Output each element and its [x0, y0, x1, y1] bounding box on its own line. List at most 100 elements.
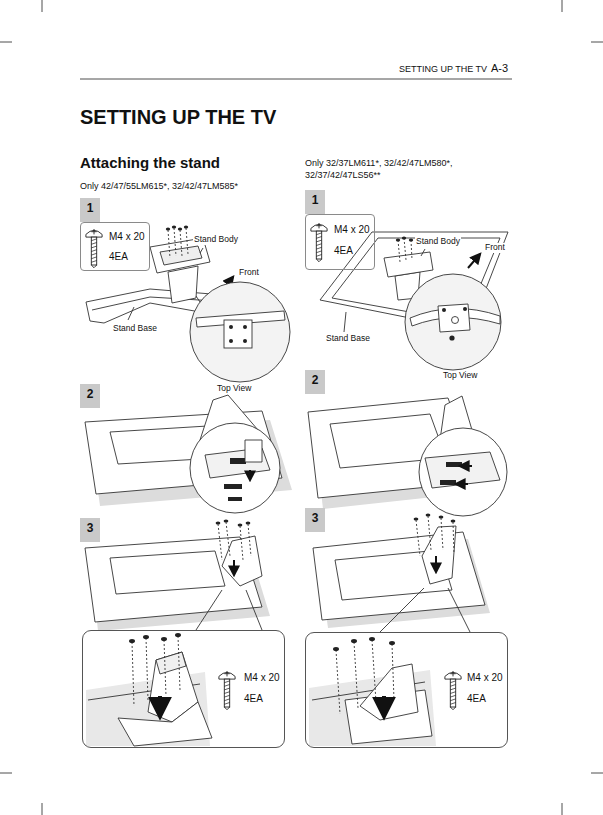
- tv-illustration: [336, 650, 340, 714]
- stand-illustration: [463, 307, 467, 311]
- stand-illustration: [86, 226, 290, 383]
- view-label: Top View: [216, 384, 252, 394]
- tv-illustration: [308, 396, 507, 516]
- detail-box: M4 x 204EA: [82, 630, 285, 748]
- tv-illustration: [230, 458, 246, 464]
- tv-illustration: [245, 440, 262, 462]
- direction-label: Front: [484, 243, 506, 253]
- step-number: 1: [80, 198, 100, 222]
- tv-illustration: [382, 696, 386, 716]
- stand-illustration: [344, 312, 346, 332]
- section-heading: Attaching the stand: [80, 154, 220, 171]
- stand-illustration: [320, 232, 508, 370]
- crop-marks: [591, 42, 603, 43]
- tv-illustration: [156, 652, 186, 674]
- stand-illustration: [411, 240, 412, 260]
- stand-illustration: [396, 239, 400, 242]
- part-name: Stand Body: [415, 237, 461, 247]
- screw-icon: [219, 671, 235, 710]
- model-note: Only 32/37LM611*, 32/42/47LM580*, 32/37/…: [305, 158, 483, 181]
- screw-spec: M4 x 20: [334, 224, 370, 235]
- tv-illustration: [428, 516, 431, 550]
- tv-illustration: [196, 590, 222, 630]
- tv-illustration: [425, 452, 500, 488]
- tv-illustration: [333, 637, 395, 651]
- tv-illustration: [178, 636, 180, 690]
- step-number-text: 2: [87, 384, 94, 404]
- stand-illustration: [468, 254, 480, 268]
- tv-illustration: [228, 497, 242, 501]
- stand-illustration: [229, 325, 233, 329]
- stand-illustration: [384, 252, 433, 277]
- tv-illustration: [246, 521, 251, 524]
- tv-illustration: [392, 644, 394, 700]
- tv-illustration: [240, 526, 243, 560]
- tv-illustration: [129, 633, 181, 643]
- tv-illustration: [369, 637, 375, 641]
- tv-illustration: [440, 480, 456, 485]
- screw-spec: M4 x 20: [244, 672, 280, 683]
- tv-illustration: [414, 517, 419, 520]
- tv-illustration: [110, 551, 225, 594]
- tv-illustration: [218, 524, 222, 560]
- tv-illustration: [313, 532, 485, 620]
- step-number-text: 3: [87, 518, 94, 538]
- tv-illustration: [218, 522, 251, 560]
- tv-illustration: [216, 519, 251, 526]
- tv-illustration: [372, 640, 376, 702]
- screw-spec: 4EA: [334, 245, 353, 256]
- tv-illustration: [435, 556, 437, 572]
- crop-marks: [591, 773, 603, 774]
- tv-illustration: [416, 516, 454, 556]
- tv-illustration: [132, 642, 134, 706]
- stand-illustration: [404, 238, 406, 260]
- tv-illustration: [249, 470, 251, 480]
- tv-illustration: [414, 513, 456, 522]
- step-number: 3: [305, 508, 325, 532]
- tv-illustration: [158, 696, 162, 716]
- stand-illustration: [160, 246, 202, 265]
- crop-marks: [42, 803, 43, 815]
- tv-illustration: [129, 639, 135, 643]
- stand-illustration: [243, 339, 247, 343]
- tv-illustration: [351, 639, 357, 643]
- step-number-text: 2: [312, 370, 319, 390]
- crop-marks: [562, 0, 563, 12]
- tv-illustration: [456, 483, 468, 485]
- stand-illustration: [452, 317, 459, 324]
- step-number-text: 1: [312, 190, 319, 210]
- detail-box: M4 x 204EA: [305, 632, 508, 748]
- screw-spec: 4EA: [467, 693, 486, 704]
- tv-illustration: [333, 647, 339, 651]
- screw-box: M4 x 204EA: [80, 222, 150, 271]
- tv-illustration: [416, 520, 420, 556]
- step-number-text: 3: [312, 508, 319, 528]
- crop-marks: [0, 42, 12, 43]
- tv-illustration: [422, 526, 456, 584]
- tv-illustration: [238, 523, 243, 526]
- stand-illustration: [168, 228, 188, 258]
- stand-illustration: [200, 248, 203, 253]
- tv-illustration: [448, 588, 470, 632]
- page-number: A-3: [491, 62, 508, 75]
- tv-illustration: [85, 537, 262, 622]
- tv-illustration: [451, 519, 456, 522]
- step-number: 2: [305, 370, 325, 394]
- stand-illustration: [402, 237, 406, 240]
- crop-marks: [0, 773, 12, 774]
- header-rule: [80, 79, 512, 80]
- stand-illustration: [172, 226, 176, 229]
- tv-illustration: [175, 633, 181, 637]
- step-number-text: 1: [87, 198, 94, 218]
- stand-illustration: [180, 230, 182, 256]
- stand-illustration: [421, 249, 425, 256]
- header-rule: [80, 79, 512, 80]
- tv-illustration: [360, 664, 418, 720]
- part-name: Stand Base: [112, 324, 158, 334]
- tv-illustration: [439, 515, 444, 518]
- tv-illustration: [446, 462, 462, 467]
- tv-illustration: [85, 395, 292, 513]
- stand-illustration: [166, 228, 170, 231]
- stand-illustration: [442, 307, 467, 341]
